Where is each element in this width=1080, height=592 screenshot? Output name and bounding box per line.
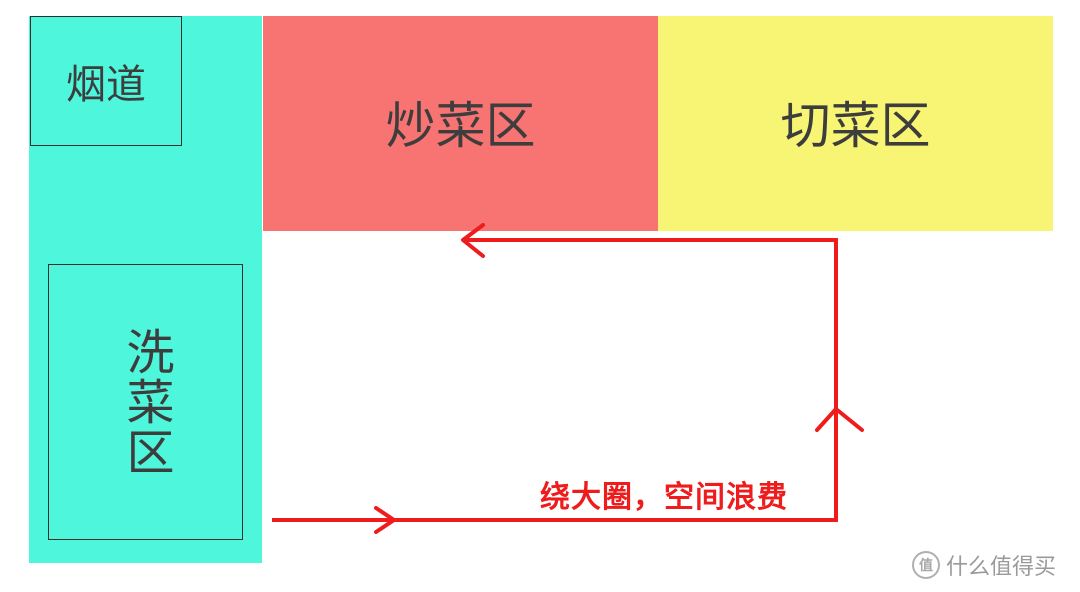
arrow-icon-up	[815, 407, 864, 432]
watermark-text: 什么值得买	[946, 555, 1057, 580]
wash-zone-background	[29, 16, 262, 563]
cutting-label: 切菜区	[780, 96, 931, 155]
stir-fry-label: 炒菜区	[385, 96, 536, 155]
arrow-icon-left	[461, 223, 485, 258]
chimney-zone: 烟道	[30, 16, 182, 146]
flow-line	[272, 238, 838, 522]
stir-fry-zone: 炒菜区	[263, 16, 658, 231]
chimney-label: 烟道	[66, 62, 146, 108]
wash-label: 洗菜区	[117, 327, 174, 477]
cutting-zone: 切菜区	[658, 16, 1053, 231]
annotation-text: 绕大圈，空间浪费	[540, 480, 788, 515]
watermark-logo-icon: 值	[912, 551, 940, 579]
arrow-icon-right	[374, 506, 396, 534]
wash-zone: 洗菜区	[48, 264, 243, 540]
watermark: 值 什么值得买	[912, 548, 1056, 582]
